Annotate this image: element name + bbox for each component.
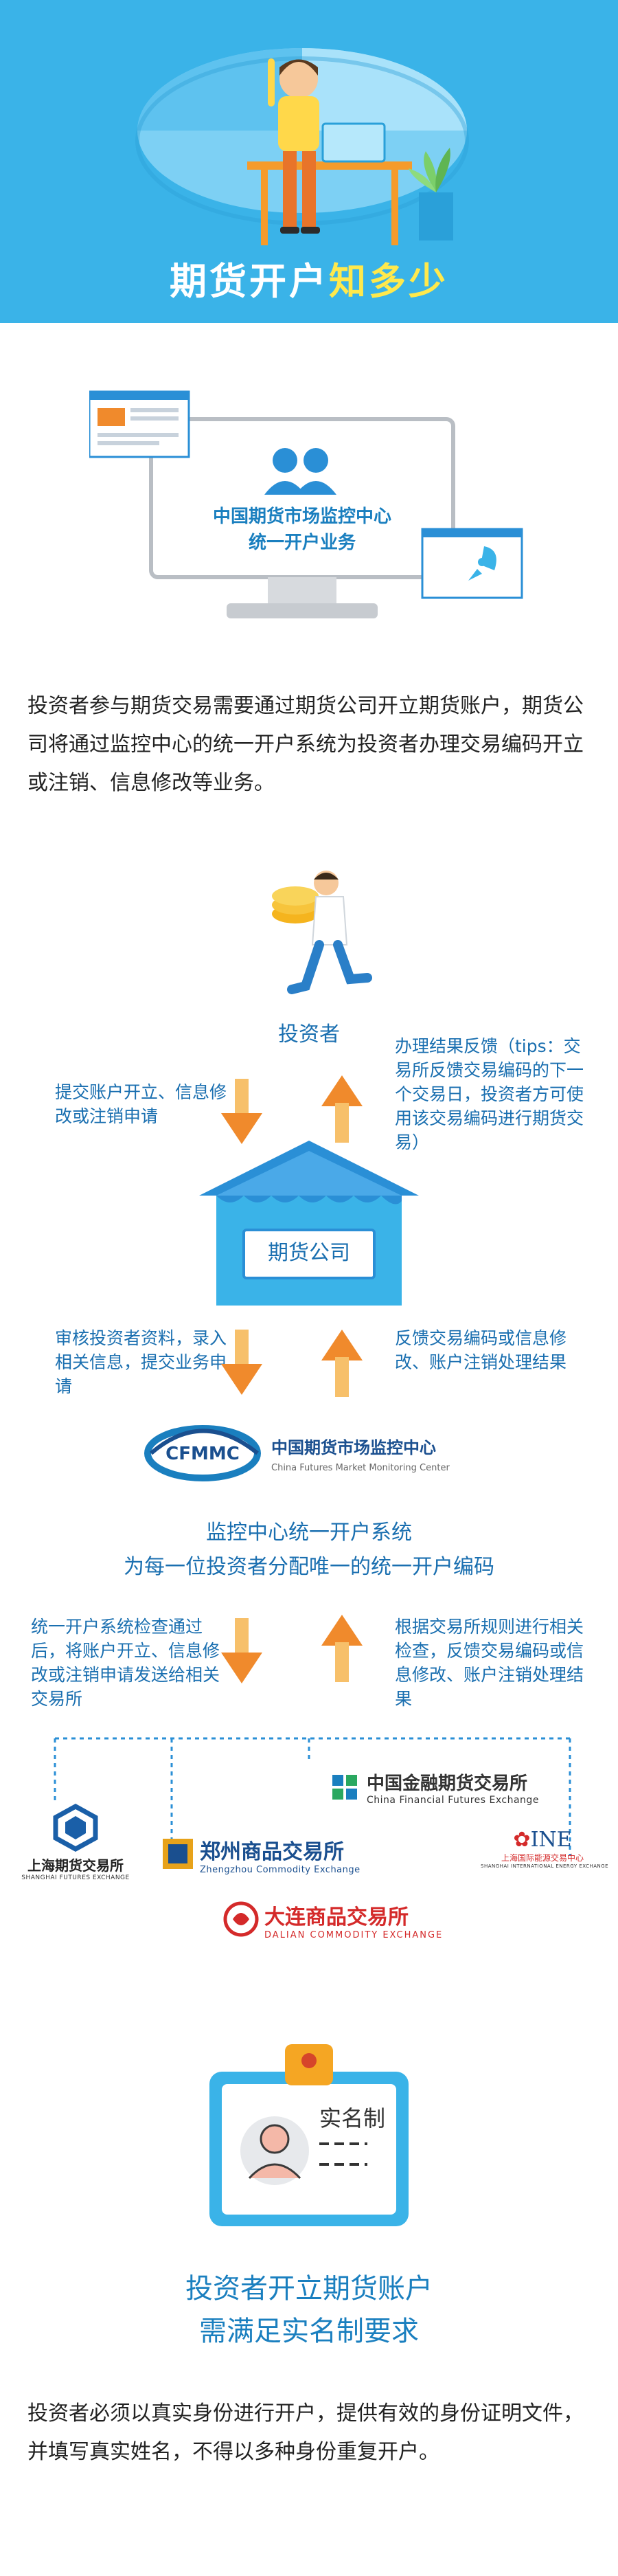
- step2-right-note: 反馈交易编码或信息修改、账户注销处理结果: [395, 1328, 567, 1372]
- realname-title-1: 投资者开立期货账户: [185, 2273, 433, 2305]
- cfmmc-en: China Futures Market Monitoring Center: [271, 1463, 450, 1473]
- cffex-icon: [332, 1775, 357, 1800]
- investor-illustration: [272, 871, 372, 994]
- exchange-czce: 郑州商品交易所 Zhengzhou Commodity Exchange: [161, 1835, 360, 1875]
- title-accent: 知多少: [329, 260, 448, 303]
- shfe-icon: [53, 1804, 98, 1852]
- arrow-down-icon: [221, 1079, 262, 1144]
- cffex-en: China Financial Futures Exchange: [367, 1795, 539, 1806]
- ine-en: SHANGHAI INTERNATIONAL ENERGY EXCHANGE: [481, 1863, 609, 1869]
- cfmmc-logo: CFMMC 中国期货市场监控中心 China Futures Market Mo…: [144, 1425, 450, 1481]
- exchange-cffex: 中国金融期货交易所 China Financial Futures Exchan…: [330, 1769, 539, 1806]
- arrow-up-icon: [321, 1330, 363, 1397]
- title-main: 期货开户: [170, 260, 329, 303]
- dce-en: DALIAN COMMODITY EXCHANGE: [264, 1930, 444, 1940]
- arrow-down-icon: [221, 1330, 262, 1395]
- arrow-up-icon: [321, 1615, 363, 1682]
- realname-paragraph: 投资者必须以真实身份进行开户，提供有效的身份证明文件，并填写真实姓名，不得以多种…: [27, 2401, 584, 2464]
- ine-logo: INE: [530, 1828, 572, 1852]
- page-title: 期货开户知多少: [0, 251, 618, 305]
- cfmmc-cn: 中国期货市场监控中心: [271, 1438, 436, 1457]
- arrow-up-icon: [321, 1075, 363, 1143]
- ine-icon: ✿: [513, 1828, 531, 1852]
- realname-title-2: 需满足实名制要求: [199, 2316, 419, 2347]
- dce-cn: 大连商品交易所: [264, 1905, 409, 1929]
- investor-label: 投资者: [278, 1022, 340, 1046]
- monitor-illustration: 中国期货市场监控中心 统一开户业务: [89, 390, 523, 618]
- step1-left-note: 提交账户开立、信息修改或注销申请: [55, 1082, 227, 1126]
- exchange-shfe: 上海期货交易所 SHANGHAI FUTURES EXCHANGE: [14, 1804, 137, 1881]
- arrow-down-icon: [221, 1618, 262, 1683]
- header-banner: 期货开户知多少: [0, 0, 618, 323]
- cffex-cn: 中国金融期货交易所: [367, 1773, 528, 1794]
- czce-en: Zhengzhou Commodity Exchange: [200, 1865, 360, 1875]
- id-card-label: 实名制: [319, 2105, 386, 2131]
- exchange-dce: 大连商品交易所 DALIAN COMMODITY EXCHANGE: [223, 1900, 443, 1940]
- exchange-connectors: [54, 1737, 571, 1855]
- shfe-cn: 上海期货交易所: [27, 1857, 124, 1874]
- shfe-en: SHANGHAI FUTURES EXCHANGE: [21, 1874, 130, 1881]
- step1-right-note: 办理结果反馈（tips：交易所反馈交易编码的下一个交易日，投资者方可使用该交易编…: [395, 1036, 584, 1152]
- czce-icon: [163, 1839, 193, 1869]
- intro-paragraph: 投资者参与期货交易需要通过期货公司开立期货账户，期货公司将通过监控中心的统一开户…: [27, 694, 584, 795]
- czce-cn: 郑州商品交易所: [200, 1840, 344, 1864]
- company-label: 期货公司: [268, 1241, 350, 1265]
- id-card-illustration: [209, 2044, 409, 2226]
- monitor-line2: 统一开户业务: [249, 532, 356, 553]
- system-line1: 监控中心统一开户系统: [206, 1521, 412, 1545]
- header-illustration: [135, 48, 469, 245]
- ine-cn: 上海国际能源交易中心: [501, 1853, 584, 1863]
- step2-left-note: 审核投资者资料，录入相关信息，提交业务申请: [55, 1328, 227, 1396]
- exchange-ine: ✿INE 上海国际能源交易中心 SHANGHAI INTERNATIONAL E…: [481, 1828, 609, 1869]
- cfmmc-logo-text: CFMMC: [165, 1444, 240, 1464]
- system-line2: 为每一位投资者分配唯一的统一开户编码: [124, 1555, 494, 1579]
- dce-icon: [223, 1901, 259, 1937]
- step3-left-note: 统一开户系统检查通过后，将账户开立、信息修改或注销申请发送给相关交易所: [31, 1617, 220, 1709]
- step3-right-note: 根据交易所规则进行相关检查，反馈交易编码或信息修改、账户注销处理结果: [395, 1617, 584, 1709]
- company-house-icon: [199, 1141, 419, 1306]
- monitor-line1: 中国期货市场监控中心: [213, 506, 391, 527]
